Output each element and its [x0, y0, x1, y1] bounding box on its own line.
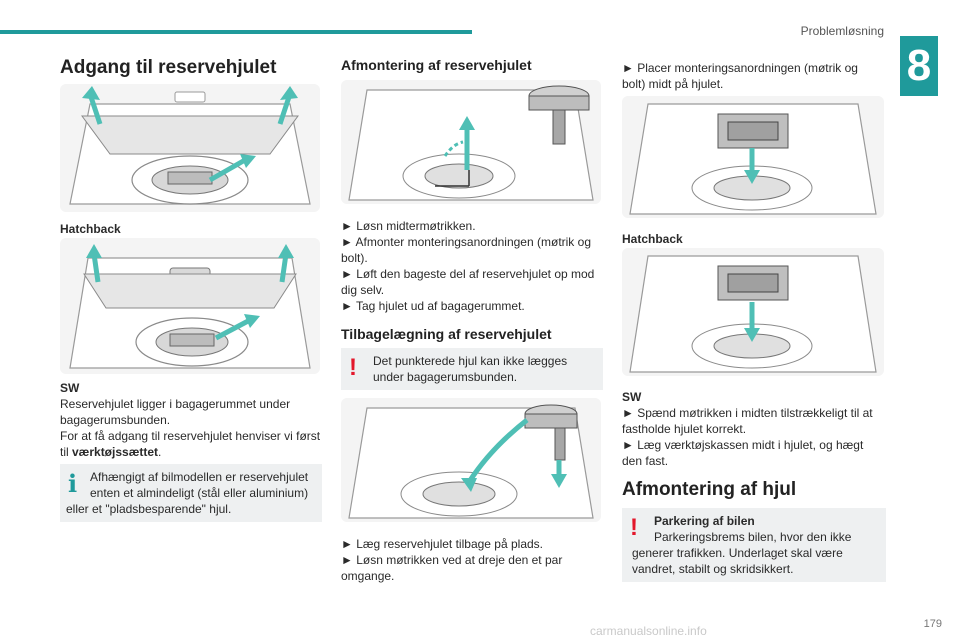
- col1-para-text: .: [158, 445, 162, 459]
- warning-note-title: Parkering af bilen: [654, 514, 755, 528]
- column-2-sub: Tilbagelægning af reservehjulet: [341, 325, 605, 343]
- info-note-line: eller et "pladsbesparende" hjul.: [66, 502, 232, 516]
- col1-para-text: til: [60, 445, 72, 459]
- step-item: bolt) midt på hjulet.: [622, 77, 724, 91]
- col1-body: SW Reservehjulet ligger i bagagerummet u…: [60, 380, 322, 460]
- warning-note-flat-tyre: ! Det punkterede hjul kan ikke lægges un…: [341, 348, 603, 390]
- label-hatchback-text: Hatchback: [622, 232, 683, 246]
- step-item: ► Tag hjulet ud af bagagerummet.: [341, 299, 525, 313]
- illustration-place-mount-sw: [622, 96, 884, 218]
- warning-note-line: vandret, stabilt og skridsikkert.: [632, 562, 794, 576]
- illustration-place-mount-hatchback: [622, 248, 884, 376]
- illustration-replace-wheel: [341, 398, 601, 522]
- warning-note-parking: ! Parkering af bilen Parkeringsbrems bil…: [622, 508, 886, 582]
- warning-note-line: generer trafikken. Underlaget skal være: [632, 546, 843, 560]
- col2-steps2: ► Læg reservehjulet tilbage på plads. ► …: [341, 536, 605, 584]
- toolkit-reference: værktøjssættet: [72, 445, 159, 459]
- info-note-line: Afhængigt af bilmodellen er reservehjule…: [90, 470, 309, 484]
- label-hatchback-1: Hatchback: [60, 221, 121, 237]
- info-note: i Afhængigt af bilmodellen er reservehju…: [60, 464, 322, 522]
- warning-note-line: Parkeringsbrems bilen, hvor den ikke: [654, 530, 852, 544]
- step-item: den fast.: [622, 454, 669, 468]
- illustration-remove-mount: [341, 80, 601, 204]
- warning-icon: !: [349, 354, 357, 381]
- column-1: Adgang til reservehjulet: [60, 56, 322, 80]
- step-item: bolt).: [341, 251, 368, 265]
- col1-para-line: bagagerumsbunden.: [60, 413, 171, 427]
- title-replace-spare-wheel: Tilbagelægning af reservehjulet: [341, 326, 552, 342]
- header-accent-bar: [0, 30, 472, 34]
- label-sw: SW: [60, 381, 80, 395]
- step-item: ► Læg værktøjskassen midt i hjulet, og h…: [622, 438, 864, 452]
- col1-para-last-line: til værktøjssættet.: [60, 444, 322, 460]
- step-item: dig selv.: [341, 283, 385, 297]
- label-hatchback-2: Hatchback: [622, 231, 683, 247]
- column-3-title: Afmontering af hjul: [622, 478, 886, 502]
- title-remove-wheel: Afmontering af hjul: [622, 479, 797, 500]
- label-sw: SW: [622, 390, 642, 404]
- step-item: ► Løft den bageste del af reservehjulet …: [341, 267, 595, 281]
- warning-note-line: under bagagerumsbunden.: [373, 370, 518, 384]
- title-access-spare-wheel: Adgang til reservehjulet: [60, 57, 277, 78]
- illustration-trunk-open-sw: [60, 84, 320, 212]
- col1-para-line: For at få adgang til reservehjulet henvi…: [60, 429, 321, 443]
- illustration-trunk-open-hatchback: [60, 238, 320, 374]
- step-item: ► Placer monteringsanordningen (møtrik o…: [622, 61, 858, 75]
- col1-para-line: Reservehjulet ligger i bagagerummet unde…: [60, 397, 291, 411]
- title-remove-spare-wheel: Afmontering af reservehjulet: [341, 57, 532, 73]
- step-item: ► Læg reservehjulet tilbage på plads.: [341, 537, 543, 551]
- label-hatchback-text: Hatchback: [60, 222, 121, 236]
- step-item: ► Spænd møtrikken i midten tilstrækkelig…: [622, 406, 873, 420]
- step-item: ► Afmonter monteringsanordningen (møtrik…: [341, 235, 591, 249]
- column-2: Afmontering af reservehjulet: [341, 56, 605, 74]
- info-note-line: enten et almindeligt (stål eller alumini…: [90, 486, 309, 500]
- info-icon: i: [68, 469, 78, 498]
- watermark: carmanualsonline.info: [590, 624, 707, 638]
- col3-intro: ► Placer monteringsanordningen (møtrik o…: [622, 60, 886, 92]
- step-item: ► Løsn midtermøtrikken.: [341, 219, 476, 233]
- section-title: Problemløsning: [800, 24, 884, 38]
- chapter-badge: 8: [900, 36, 938, 96]
- warning-icon: !: [630, 514, 638, 541]
- col2-steps: ► Løsn midtermøtrikken. ► Afmonter monte…: [341, 218, 605, 314]
- step-item: omgange.: [341, 569, 395, 583]
- col3-steps: SW ► Spænd møtrikken i midten tilstrække…: [622, 389, 886, 469]
- step-item: ► Løsn møtrikken ved at dreje den et par: [341, 553, 563, 567]
- page-number: 179: [923, 618, 942, 630]
- warning-note-line: Det punkterede hjul kan ikke lægges: [373, 354, 568, 368]
- step-item: fastholde hjulet korrekt.: [622, 422, 747, 436]
